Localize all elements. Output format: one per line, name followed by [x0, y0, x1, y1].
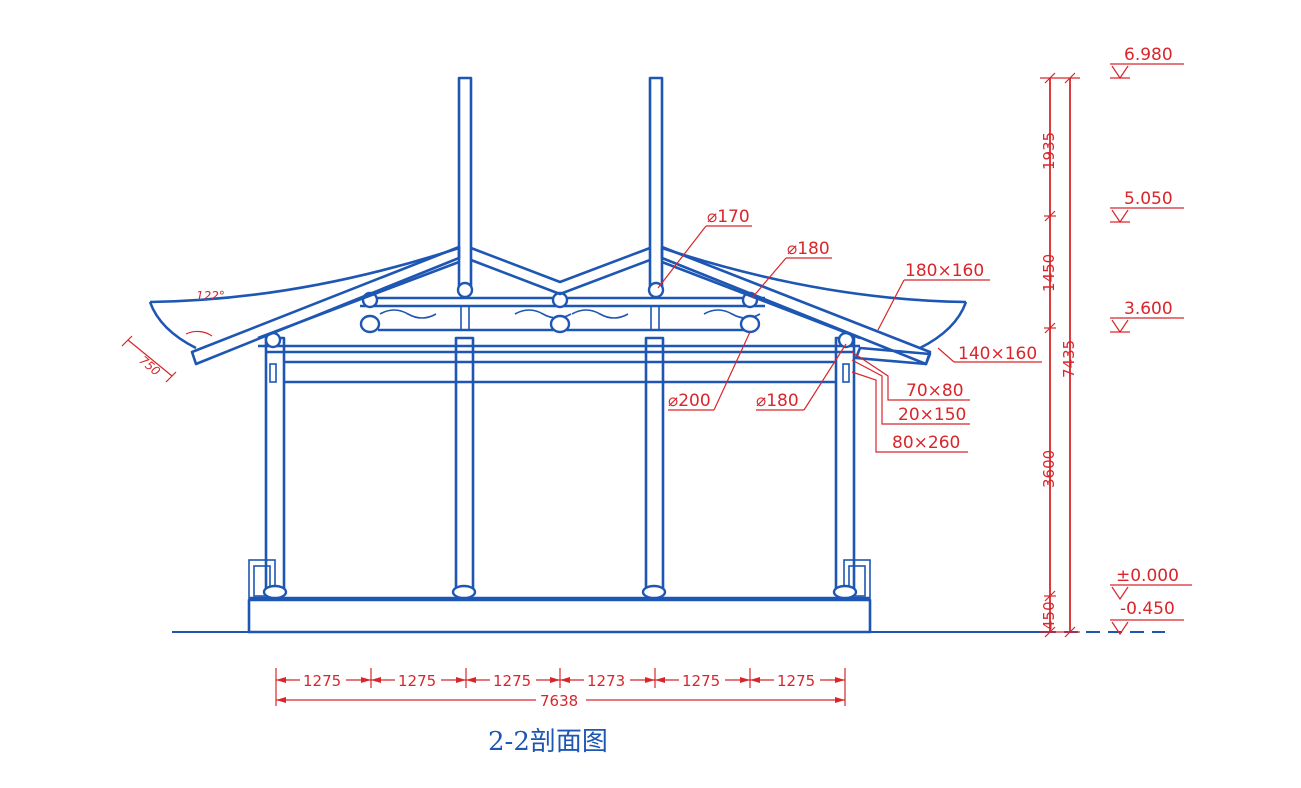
roof-rafters	[190, 245, 932, 366]
dim-7435: 7435	[1060, 340, 1078, 378]
column-4	[834, 336, 856, 596]
elevation-3600: 3.600	[1110, 299, 1184, 334]
tall-posts	[457, 76, 664, 294]
hdim-1: 1275	[303, 672, 341, 690]
label-180x160: 180×160	[905, 261, 984, 281]
columns	[262, 336, 858, 600]
elevation-0000: ±0.000	[1110, 566, 1192, 601]
elevation-5050: 5.050	[1110, 189, 1184, 224]
angle-annotation: 122° 750	[121, 289, 225, 383]
bracket-ornaments	[379, 309, 761, 319]
elevation-0450: -0.450	[1110, 599, 1184, 636]
hdim-4: 1273	[587, 672, 625, 690]
label-d170: ⌀170	[707, 207, 750, 227]
label-d180-low: ⌀180	[756, 391, 799, 411]
roof-eaves	[148, 246, 968, 350]
purlins	[264, 281, 855, 383]
elevation-label-6980: 6.980	[1124, 45, 1173, 65]
beams	[258, 296, 860, 384]
leader-annotations: ⌀170 ⌀180 180×160 140×160 ⌀200 ⌀180 70×8…	[657, 207, 1042, 453]
elevation-label-5050: 5.050	[1124, 189, 1173, 209]
elevation-label-0450: -0.450	[1120, 599, 1175, 619]
drawing-title: 2-2剖面图	[488, 727, 608, 757]
label-80x260: 80×260	[892, 433, 960, 453]
horizontal-dimensions: 1275 1275 1275 1273 1275 1275 7638	[275, 668, 846, 710]
eave-length-label: 750	[136, 353, 163, 379]
post-right	[648, 76, 664, 294]
post-left	[457, 76, 473, 294]
column-2	[454, 336, 475, 596]
dim-3600: 3600	[1040, 450, 1058, 488]
platform	[247, 596, 872, 634]
label-20x150: 20×150	[898, 405, 966, 425]
label-140x160: 140×160	[958, 344, 1037, 364]
vertical-dimensions: 1935 1450 3600 450 7435	[1040, 72, 1080, 638]
column-3	[644, 336, 665, 596]
hdim-6: 1275	[777, 672, 815, 690]
label-d200: ⌀200	[668, 391, 711, 411]
angle-label: 122°	[196, 289, 225, 303]
elevation-label-0000: ±0.000	[1116, 566, 1179, 586]
dim-1935: 1935	[1040, 132, 1058, 170]
label-70x80: 70×80	[906, 381, 964, 401]
hdim-2: 1275	[398, 672, 436, 690]
dim-1450: 1450	[1040, 254, 1058, 292]
column-1	[264, 336, 286, 596]
railing-left	[248, 559, 276, 599]
elevation-6980: 6.980	[1110, 45, 1184, 80]
label-d180-top: ⌀180	[787, 239, 830, 259]
hdim-total: 7638	[540, 692, 578, 710]
hdim-3: 1275	[493, 672, 531, 690]
hdim-5: 1275	[682, 672, 720, 690]
elevation-label-3600: 3.600	[1124, 299, 1173, 319]
railing-right	[843, 559, 871, 599]
dim-450: 450	[1040, 601, 1058, 630]
elevation-markers: 6.980 5.050 3.600 ±0.000 -0.450	[1110, 45, 1192, 636]
